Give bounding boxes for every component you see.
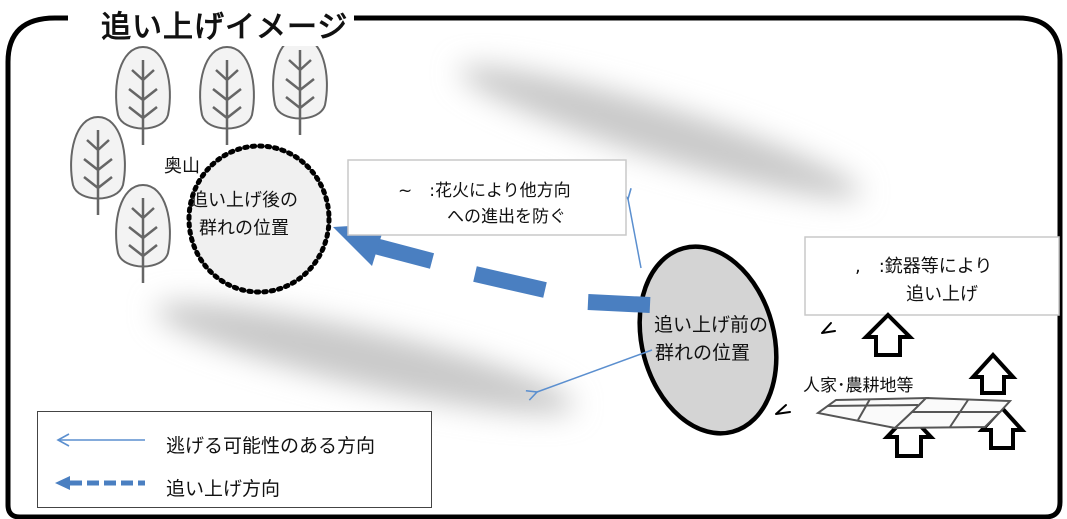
ridge-shadow-upper [459, 65, 861, 199]
farm-fields-icon [815, 396, 1013, 430]
fireworks-box [347, 159, 627, 236]
escape-arrow-up [628, 199, 642, 269]
hollow-up-arrow-icon [977, 405, 1027, 450]
fields-label: 人家･農耕地等 [803, 376, 914, 396]
guns-label-line1: , :銃器等により [855, 256, 993, 277]
chase-direction-arrow [333, 224, 651, 313]
hollow-up-arrow-icon [882, 411, 936, 458]
hollow-up-arrow-icon [968, 352, 1018, 395]
chase-arrow-segment [372, 238, 435, 269]
outer-frame [5, 15, 1063, 519]
chevron-arrow-icon [775, 404, 791, 415]
tree-icon [70, 115, 126, 215]
before-position-label-line1: 追い上げ前の [654, 314, 769, 336]
tree-icon [115, 183, 171, 283]
before-position-label-line2: 群れの位置 [655, 342, 751, 364]
tree-icon [272, 35, 328, 135]
chase-arrow-segment [473, 266, 547, 298]
after-position-ellipse [186, 143, 332, 295]
tree-icon [199, 45, 255, 145]
hollow-up-arrows [861, 312, 1027, 458]
legend: 逃げる可能性のある方向 追い上げ方向 [37, 411, 432, 508]
fireworks-label-line2: への進出を防ぐ [447, 207, 566, 227]
guns-box [804, 236, 1060, 316]
legend-chase-label: 追い上げ方向 [166, 478, 281, 500]
fields-label-bg [800, 369, 950, 395]
tree-icon [115, 45, 171, 145]
legend-row-escape: 逃げる可能性のある方向 [38, 429, 431, 459]
hollow-up-arrow-icon [861, 312, 915, 357]
escape-arrow-left [537, 349, 653, 392]
page-title: 追い上げイメージ [95, 2, 355, 46]
legend-escape-label: 逃げる可能性のある方向 [166, 435, 376, 457]
chase-arrow-segment [587, 294, 651, 313]
ridge-shadows [155, 65, 861, 414]
okuyama-label: 奥山 [164, 156, 200, 177]
before-position-ellipse [637, 244, 779, 436]
guns-label-line2: 追い上げ [906, 284, 978, 305]
after-position-label-line2: 群れの位置 [199, 218, 289, 239]
chevron-arrow-icon [821, 322, 836, 334]
fireworks-label-line1: ~ :花火により他方向 [398, 181, 571, 201]
forest [70, 35, 328, 283]
after-position-label-line1: 追い上げ後の [190, 190, 298, 211]
legend-row-chase: 追い上げ方向 [38, 472, 431, 502]
ridge-shadow-lower [155, 302, 575, 414]
